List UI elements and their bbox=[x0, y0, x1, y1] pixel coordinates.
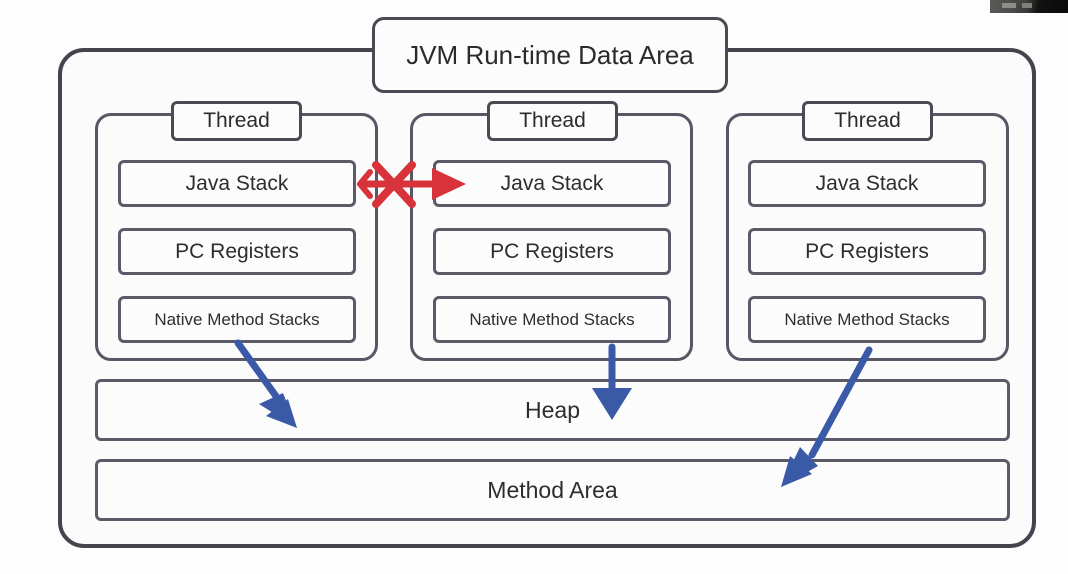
thread-2-java-stack: Java Stack bbox=[433, 160, 671, 207]
thread-label-1: Thread bbox=[171, 101, 302, 141]
thread-2-pc-registers: PC Registers bbox=[433, 228, 671, 275]
thread-2-native-method-stacks: Native Method Stacks bbox=[433, 296, 671, 343]
thread-3-pc-registers: PC Registers bbox=[748, 228, 986, 275]
method-area-region: Method Area bbox=[95, 459, 1010, 521]
thread-1-pc-registers: PC Registers bbox=[118, 228, 356, 275]
thread-3-java-stack: Java Stack bbox=[748, 160, 986, 207]
thread-1-java-stack: Java Stack bbox=[118, 160, 356, 207]
thread-1-native-method-stacks: Native Method Stacks bbox=[118, 296, 356, 343]
thread-label-3: Thread bbox=[802, 101, 933, 141]
thread-label-2: Thread bbox=[487, 101, 618, 141]
diagram-title: JVM Run-time Data Area bbox=[372, 17, 728, 93]
thread-3-native-method-stacks: Native Method Stacks bbox=[748, 296, 986, 343]
video-player-artifact bbox=[990, 0, 1068, 13]
heap-region: Heap bbox=[95, 379, 1010, 441]
